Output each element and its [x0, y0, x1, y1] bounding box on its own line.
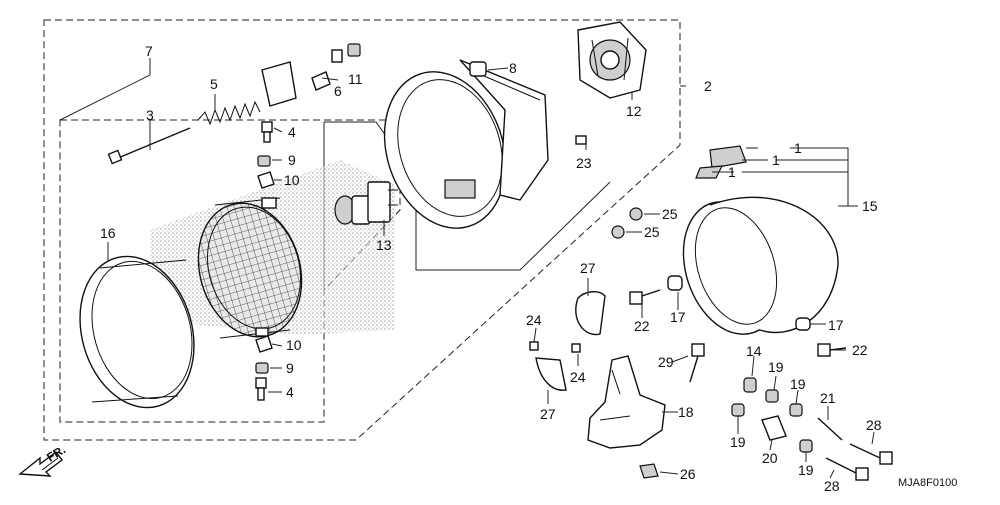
nut-10-top: [257, 171, 275, 189]
screw-24-a: [529, 341, 539, 351]
callout-27b: 27: [540, 406, 556, 422]
front-direction-indicator: FR.: [18, 442, 68, 477]
callout-10b: 10: [286, 337, 302, 353]
callout-labels: 1 1 1 2 3 4 4 5 6 7 8 9 9 10 10 11 12 13…: [100, 43, 882, 494]
headlight-unit: [197, 197, 303, 339]
callout-4b: 4: [286, 384, 294, 400]
bolt-29: [689, 343, 705, 383]
callout-14: 14: [746, 343, 762, 359]
nut-25-lower: [611, 225, 625, 239]
callout-1c: 1: [728, 164, 736, 180]
nut-25-upper: [629, 207, 643, 221]
callout-28a: 28: [866, 417, 882, 433]
headlight-shell: [682, 145, 839, 335]
grommet-17-upper: [667, 275, 683, 291]
socket-cover: [577, 21, 647, 99]
callout-28b: 28: [824, 478, 840, 494]
callout-22a: 22: [634, 318, 650, 334]
callout-23: 23: [576, 155, 592, 171]
adjuster-screw: [107, 127, 191, 165]
headlight-case: [383, 59, 549, 229]
callout-25b: 25: [644, 224, 660, 240]
callout-12: 12: [626, 103, 642, 119]
callout-24b: 24: [570, 369, 586, 385]
callout-19d: 19: [798, 462, 814, 478]
bolt-21: [817, 417, 843, 441]
callout-19b: 19: [790, 376, 806, 392]
assembly-outline-2: [43, 19, 681, 441]
screw-4-bottom: [255, 377, 267, 401]
callout-20: 20: [762, 450, 778, 466]
mount-bracket-upper: [261, 61, 297, 107]
callout-6: 6: [334, 83, 342, 99]
screw-23: [575, 135, 587, 145]
callout-27a: 27: [580, 260, 596, 276]
callout-9a: 9: [288, 152, 296, 168]
leader-lines: [59, 58, 875, 479]
nut-6: [311, 71, 331, 91]
callout-22b: 22: [852, 342, 868, 358]
nut-10-bottom: [255, 335, 273, 353]
grommet-17-lower: [795, 317, 811, 331]
washer-9-top: [257, 155, 271, 167]
collar-19-a: [765, 389, 779, 403]
callout-19c: 19: [730, 434, 746, 450]
diagram-code: MJA8F0100: [898, 477, 957, 489]
callout-19a: 19: [768, 359, 784, 375]
callout-18: 18: [678, 404, 694, 420]
callout-10a: 10: [284, 172, 300, 188]
bolt-22-upper: [629, 289, 661, 305]
callout-15: 15: [862, 198, 878, 214]
nut-26: [639, 463, 659, 479]
cable-clamp-lower: [535, 357, 567, 391]
callout-26: 26: [680, 466, 696, 482]
collar-14: [743, 377, 757, 393]
callout-3: 3: [146, 107, 154, 123]
callout-4a: 4: [288, 124, 296, 140]
callout-9b: 9: [286, 360, 294, 376]
headlight-bulb: [334, 181, 398, 225]
callout-13: 13: [376, 237, 392, 253]
callout-1b: 1: [772, 152, 780, 168]
callout-21: 21: [820, 390, 836, 406]
callout-16: 16: [100, 225, 116, 241]
collar-19-c: [731, 403, 745, 417]
callout-24a: 24: [526, 312, 542, 328]
callout-2: 2: [704, 78, 712, 94]
adjuster-spring: [197, 100, 261, 126]
bolt-28-upper: [849, 443, 893, 465]
callout-5: 5: [210, 76, 218, 92]
clip-11: [331, 43, 361, 63]
headlight-bracket: [587, 355, 666, 449]
washer-9-bottom: [255, 362, 269, 374]
callout-1a: 1: [794, 140, 802, 156]
callout-25a: 25: [662, 206, 678, 222]
screw-4-top: [261, 121, 273, 143]
collar-19-b: [789, 403, 803, 417]
cable-clamp-upper: [575, 291, 606, 336]
callout-29: 29: [658, 354, 674, 370]
callout-11: 11: [348, 71, 363, 87]
headlight-rim: [79, 255, 195, 409]
callout-17a: 17: [670, 309, 686, 325]
collar-19-d: [799, 439, 813, 453]
callout-7: 7: [145, 43, 153, 59]
bolt-28-lower: [825, 457, 869, 481]
callout-8: 8: [509, 60, 517, 76]
spacer-20: [761, 415, 787, 441]
front-arrow-icon: [18, 451, 63, 477]
screw-24-b: [571, 343, 581, 353]
callout-17b: 17: [828, 317, 844, 333]
